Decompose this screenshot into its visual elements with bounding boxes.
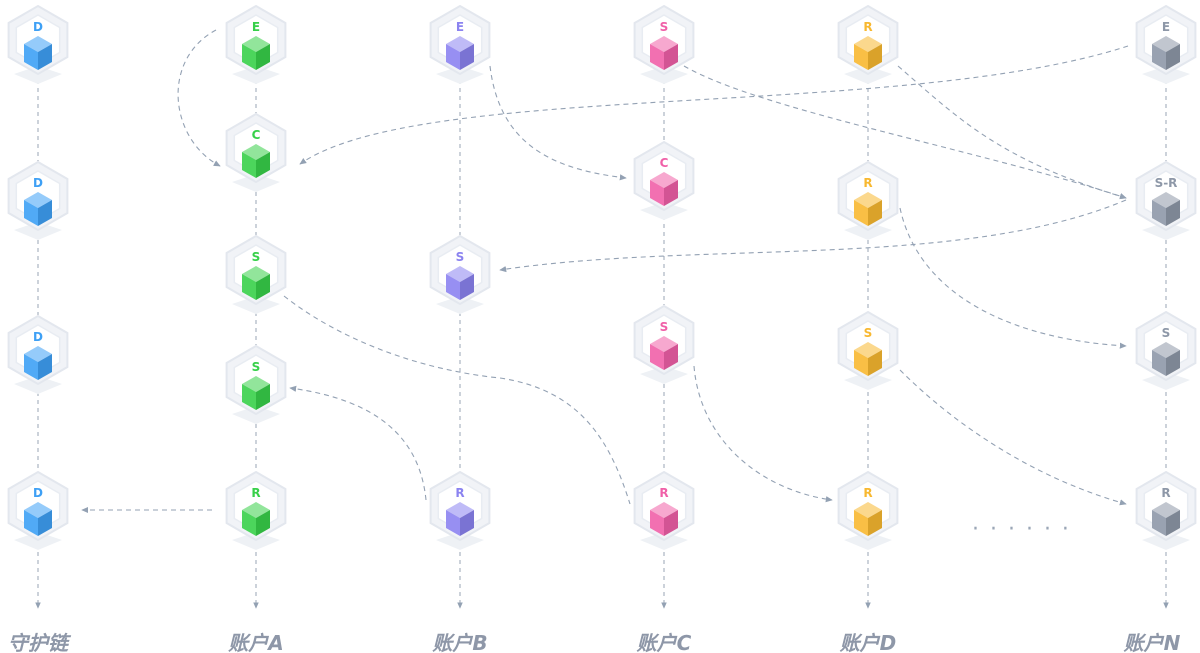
flow-d-s-to-n-r bbox=[899, 369, 1127, 506]
node-account-n-2: S-R bbox=[1135, 160, 1197, 240]
column-label-account-a: 账户A bbox=[227, 631, 283, 653]
node-label: C bbox=[252, 128, 261, 142]
block-cube-icon bbox=[854, 502, 882, 536]
block-cube-icon bbox=[242, 502, 270, 536]
block-cube-icon bbox=[446, 36, 474, 70]
node-account-d-2: R bbox=[837, 160, 899, 240]
node-label: R bbox=[863, 486, 872, 500]
node-label: R bbox=[251, 486, 260, 500]
node-label: S bbox=[456, 250, 465, 264]
block-cube-icon bbox=[854, 36, 882, 70]
block-cube-icon bbox=[24, 346, 52, 380]
node-label: R bbox=[659, 486, 668, 500]
node-account-a-1: E bbox=[225, 4, 287, 84]
node-label: D bbox=[33, 20, 43, 34]
node-label: E bbox=[252, 20, 260, 34]
block-cube-icon bbox=[242, 266, 270, 300]
block-cube-icon bbox=[1152, 502, 1180, 536]
block-cube-icon bbox=[24, 36, 52, 70]
flow-arrows bbox=[81, 29, 1129, 514]
flow-b-r-to-a-s bbox=[289, 385, 427, 501]
node-account-n-1: E bbox=[1135, 4, 1197, 84]
block-cube-icon bbox=[242, 376, 270, 410]
block-cube-icon bbox=[446, 266, 474, 300]
node-account-b-3: R bbox=[429, 470, 491, 550]
block-cube-icon bbox=[650, 172, 678, 206]
node-account-a-5: R bbox=[225, 470, 287, 550]
node-account-n-4: R bbox=[1135, 470, 1197, 550]
node-label: E bbox=[456, 20, 464, 34]
flow-d-r-to-n-sr bbox=[897, 65, 1127, 200]
node-account-c-4: R bbox=[633, 470, 695, 550]
column-label-account-d: 账户D bbox=[839, 631, 897, 653]
block-cube-icon bbox=[24, 502, 52, 536]
node-label: R bbox=[1161, 486, 1170, 500]
block-cube-icon bbox=[854, 192, 882, 226]
block-cube-icon bbox=[24, 192, 52, 226]
node-account-d-3: S bbox=[837, 310, 899, 390]
block-cube-icon bbox=[650, 502, 678, 536]
flow-b-e-to-c-c bbox=[489, 65, 627, 181]
block-cube-icon bbox=[446, 502, 474, 536]
node-account-a-4: S bbox=[225, 344, 287, 424]
node-label: C bbox=[660, 156, 669, 170]
block-cube-icon bbox=[242, 144, 270, 178]
block-cube-icon bbox=[1152, 342, 1180, 376]
node-account-a-2: C bbox=[225, 112, 287, 192]
flow-n-sr-to-b-s bbox=[499, 199, 1127, 273]
node-label: S bbox=[864, 326, 873, 340]
nodes: D D D D E C S S R E S R S C S R R R S R E S-R S R bbox=[7, 4, 1197, 550]
node-account-n-3: S bbox=[1135, 310, 1197, 390]
node-account-c-1: S bbox=[633, 4, 695, 84]
node-label: S bbox=[252, 250, 261, 264]
node-label: D bbox=[33, 486, 43, 500]
node-label: D bbox=[33, 176, 43, 190]
node-account-b-2: S bbox=[429, 234, 491, 314]
column-labels: 守护链 账户A 账户B 账户C 账户D 账户N bbox=[8, 631, 1181, 653]
node-label: R bbox=[863, 20, 872, 34]
column-label-account-n: 账户N bbox=[1123, 631, 1181, 653]
column-label-account-c: 账户C bbox=[636, 631, 692, 653]
node-account-d-1: R bbox=[837, 4, 899, 84]
node-account-c-2: C bbox=[633, 140, 695, 220]
column-label-guard-chain: 守护链 bbox=[8, 631, 72, 653]
node-label: S bbox=[252, 360, 261, 374]
node-label: R bbox=[863, 176, 872, 190]
node-label: S-R bbox=[1155, 176, 1178, 190]
node-account-b-1: E bbox=[429, 4, 491, 84]
block-cube-icon bbox=[854, 342, 882, 376]
ellipsis-text: · · · · · · bbox=[972, 517, 1071, 542]
block-cube-icon bbox=[242, 36, 270, 70]
node-label: S bbox=[660, 320, 669, 334]
node-guard-chain-1: D bbox=[7, 4, 69, 84]
block-cube-icon bbox=[650, 36, 678, 70]
node-account-d-4: R bbox=[837, 470, 899, 550]
node-label: S bbox=[660, 20, 669, 34]
block-cube-icon bbox=[650, 336, 678, 370]
block-cube-icon bbox=[1152, 36, 1180, 70]
block-cube-icon bbox=[1152, 192, 1180, 226]
flow-c-s-to-n-sr bbox=[683, 65, 1127, 200]
node-label: R bbox=[455, 486, 464, 500]
flow-a-s-to-c-r bbox=[283, 295, 631, 505]
node-account-a-3: S bbox=[225, 234, 287, 314]
node-label: S bbox=[1162, 326, 1171, 340]
node-account-c-3: S bbox=[633, 304, 695, 384]
flow-d-r-to-n-s bbox=[899, 207, 1127, 349]
flow-n-e-to-a-c bbox=[299, 45, 1129, 165]
node-label: D bbox=[33, 330, 43, 344]
flow-a-e-to-a-c bbox=[177, 29, 221, 167]
node-guard-chain-3: D bbox=[7, 314, 69, 394]
node-guard-chain-4: D bbox=[7, 470, 69, 550]
node-label: E bbox=[1162, 20, 1170, 34]
node-guard-chain-2: D bbox=[7, 160, 69, 240]
flow-c-s-to-d-r bbox=[693, 365, 833, 503]
column-label-account-b: 账户B bbox=[431, 631, 487, 653]
